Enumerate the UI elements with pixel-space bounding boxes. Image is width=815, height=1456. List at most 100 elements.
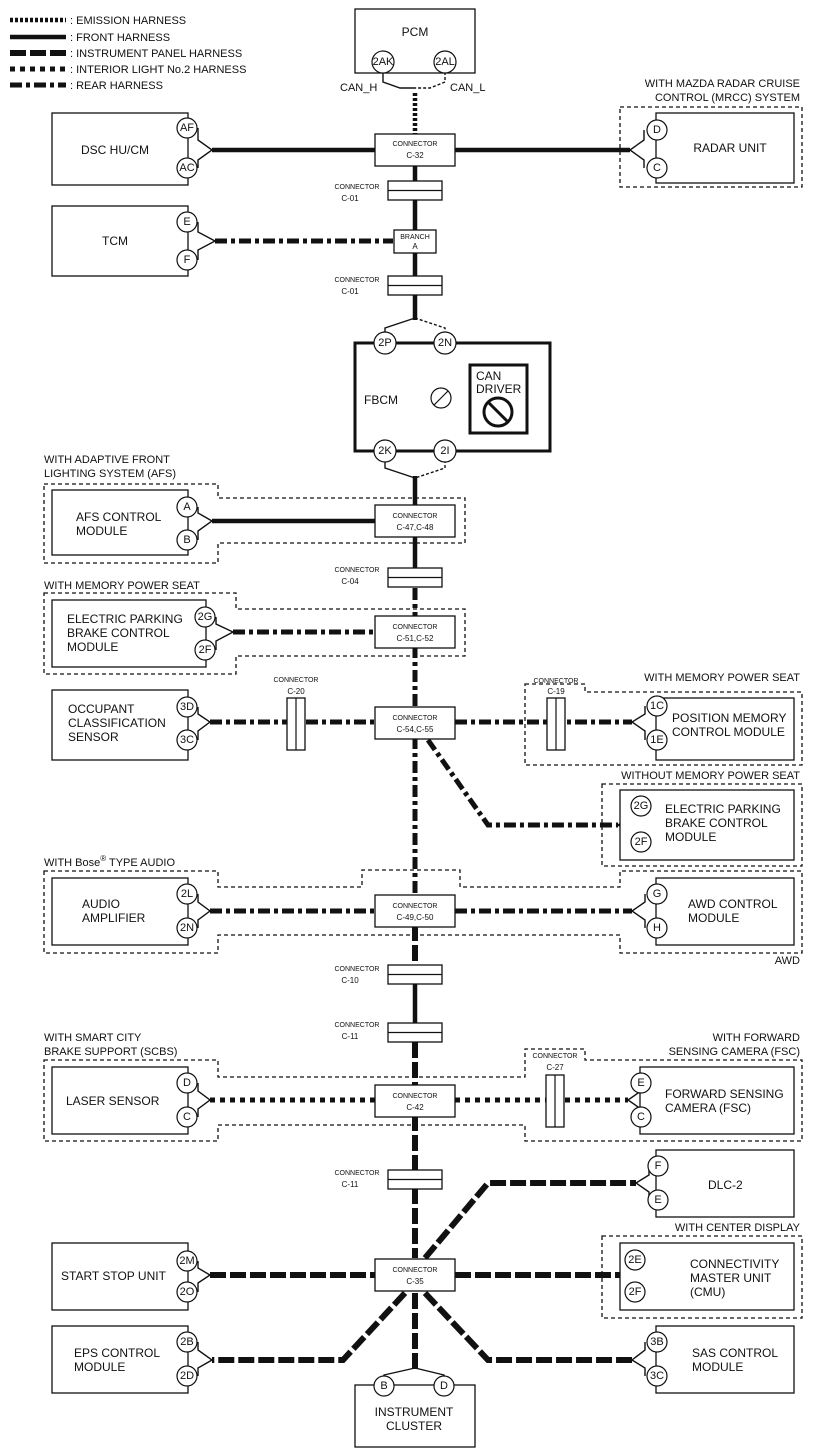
wire-dsc-pins: [197, 128, 214, 168]
legend: : EMISSION HARNESS : FRONT HARNESS : INS…: [10, 15, 246, 92]
epb1-module: WITH MEMORY POWER SEAT ELECTRIC PARKING …: [44, 580, 216, 668]
cluster-pin-b-label: B: [380, 1380, 387, 1392]
cmu-pin-2e: [624, 1249, 646, 1271]
epb2-pin-2f-label: 2F: [635, 836, 648, 848]
audio-awd-option-outline: [43, 869, 803, 954]
wire-dlc-pins: [634, 1166, 650, 1200]
can-driver-label-2: DRIVER: [476, 382, 522, 396]
sas-label-1: SAS CONTROL: [692, 1346, 778, 1360]
connector-c5455-id: C-54,C-55: [397, 725, 434, 734]
epb1-label-1: ELECTRIC PARKING: [67, 612, 183, 626]
branch-a: BRANCH A: [393, 229, 437, 254]
position-memory-label-1: POSITION MEMORY: [672, 711, 786, 725]
cmu-module: WITH CENTER DISPLAY CONNECTIVITY MASTER …: [619, 1222, 801, 1311]
connector-c04: CONNECTOR C-04: [335, 567, 443, 588]
afs-caption-2: LIGHTING SYSTEM (AFS): [44, 468, 176, 480]
connector-c01b-id: C-01: [341, 287, 359, 296]
epb2-label-1: ELECTRIC PARKING: [665, 802, 781, 816]
radar-module: WITH MAZDA RADAR CRUISE CONTROL (MRCC) S…: [645, 78, 800, 184]
occupant-pin-3c: [176, 729, 198, 751]
start-stop-label: START STOP UNIT: [61, 1269, 167, 1283]
scbs-fsc-option-outline: [43, 1048, 803, 1142]
branch-a-word: BRANCH: [400, 234, 430, 241]
tcm-module: TCM E F: [51, 205, 198, 277]
connector-c4950-word: CONNECTOR: [393, 903, 438, 910]
epb1-pin-2g: [194, 606, 216, 628]
occupant-label-1: OCCUPANT: [68, 702, 135, 716]
fbcm-pin-2k-label: 2K: [378, 445, 392, 457]
epb1-pin-2f-label: 2F: [199, 644, 212, 656]
connector-c01a-word: CONNECTOR: [335, 184, 380, 191]
position-memory-pin-1e: [646, 729, 668, 751]
connector-c32: CONNECTOR C-32: [374, 133, 456, 167]
fbcm-pin-2p: [373, 331, 397, 355]
cluster-pin-d: [433, 1375, 455, 1397]
eps-pin-2b-label: 2B: [180, 1336, 193, 1348]
afs-label-1: AFS CONTROL: [76, 510, 162, 524]
sas-pin-3c: [646, 1365, 668, 1387]
awd-pin-g: [646, 883, 668, 905]
tcm-label: TCM: [102, 234, 128, 248]
wire-c5455-epb2: [425, 738, 618, 828]
wire-audio-pins: [197, 894, 212, 928]
eps-pin-2d: [176, 1365, 198, 1387]
audio-caption-reg: ®: [100, 854, 106, 863]
audio-module: WITH Bose® TYPE AUDIO AUDIO AMPLIFIER 2L…: [44, 854, 198, 946]
fbcm-pin-2n-label: 2N: [438, 337, 452, 349]
dsc-pin-ac: [176, 157, 198, 179]
fsc-pin-e: [630, 1072, 652, 1094]
connector-c20-word: CONNECTOR: [274, 677, 319, 684]
dlc-pin-f: [647, 1155, 669, 1177]
tcm-pin-e: [176, 211, 198, 233]
pin-2ak-label: 2AK: [373, 56, 394, 68]
cmu-option-outline: [601, 1235, 803, 1319]
wire-position-memory-pins: [630, 706, 646, 740]
connector-c4748-id: C-47,C-48: [397, 523, 434, 532]
cluster-label-1: INSTRUMENT: [375, 1405, 454, 1419]
audio-caption: WITH Bose® TYPE AUDIO: [44, 854, 175, 869]
epb2-caption: WITHOUT MEMORY POWER SEAT: [621, 770, 800, 782]
connector-c01b-word: CONNECTOR: [335, 277, 380, 284]
connector-c49-c50: CONNECTOR C-49,C-50: [374, 894, 456, 928]
tcm-pin-f-label: F: [184, 254, 191, 266]
awd-note: AWD: [775, 955, 800, 967]
dsc-module: DSC HU/CM AF AC: [51, 112, 198, 186]
audio-caption-prefix: WITH Bose: [44, 857, 100, 869]
connector-c27-id: C-27: [546, 1063, 564, 1072]
eps-pin-2d-label: 2D: [180, 1370, 194, 1382]
can-driver-icon: [482, 396, 514, 428]
position-memory-module: WITH MEMORY POWER SEAT POSITION MEMORY C…: [644, 672, 800, 761]
connector-c10: CONNECTOR C-10: [335, 964, 443, 985]
radar-option-outline: [619, 106, 803, 188]
connector-c27: CONNECTOR C-27: [533, 1053, 577, 1128]
fbcm-label: FBCM: [364, 393, 398, 407]
radar-pin-d-label: D: [653, 124, 661, 136]
connector-c42-id: C-42: [406, 1103, 424, 1112]
wire-tcm-pins: [197, 222, 217, 260]
position-memory-pin-1c-label: 1C: [650, 700, 664, 712]
connector-c54-c55: CONNECTOR C-54,C-55: [374, 706, 456, 740]
occupant-label-3: SENSOR: [68, 730, 119, 744]
laser-pin-c-label: C: [183, 1111, 191, 1123]
laser-caption-2: BRAKE SUPPORT (SCBS): [44, 1046, 177, 1058]
start-stop-pin-2o-label: 2O: [180, 1286, 195, 1298]
position-memory-option-outline: [524, 683, 803, 766]
fsc-pin-e-label: E: [637, 1077, 644, 1089]
laser-pin-c: [176, 1106, 198, 1128]
start-stop-pin-2o: [176, 1281, 198, 1303]
legend-instrument-label: : INSTRUMENT PANEL HARNESS: [70, 48, 242, 60]
wire-radar-pins: [628, 130, 645, 168]
awd-label-2: MODULE: [688, 911, 739, 925]
fbcm-pin-2i-label: 2I: [440, 445, 449, 457]
connector-c47-c48: CONNECTOR C-47,C-48: [374, 504, 456, 538]
wire-laser-pins: [197, 1083, 212, 1117]
wire-c35-eps: [212, 1290, 408, 1363]
pin-2al-label: 2AL: [435, 56, 455, 68]
position-memory-label-2: CONTROL MODULE: [672, 725, 785, 739]
fbcm-pin-2p-label: 2P: [378, 337, 391, 349]
dsc-pin-af: [176, 117, 198, 139]
connector-c19: CONNECTOR C-19: [534, 678, 578, 751]
cmu-pin-2f: [624, 1281, 646, 1303]
occupant-pin-3d-label: 3D: [180, 701, 194, 713]
fbcm-pin-2n: [433, 331, 457, 355]
